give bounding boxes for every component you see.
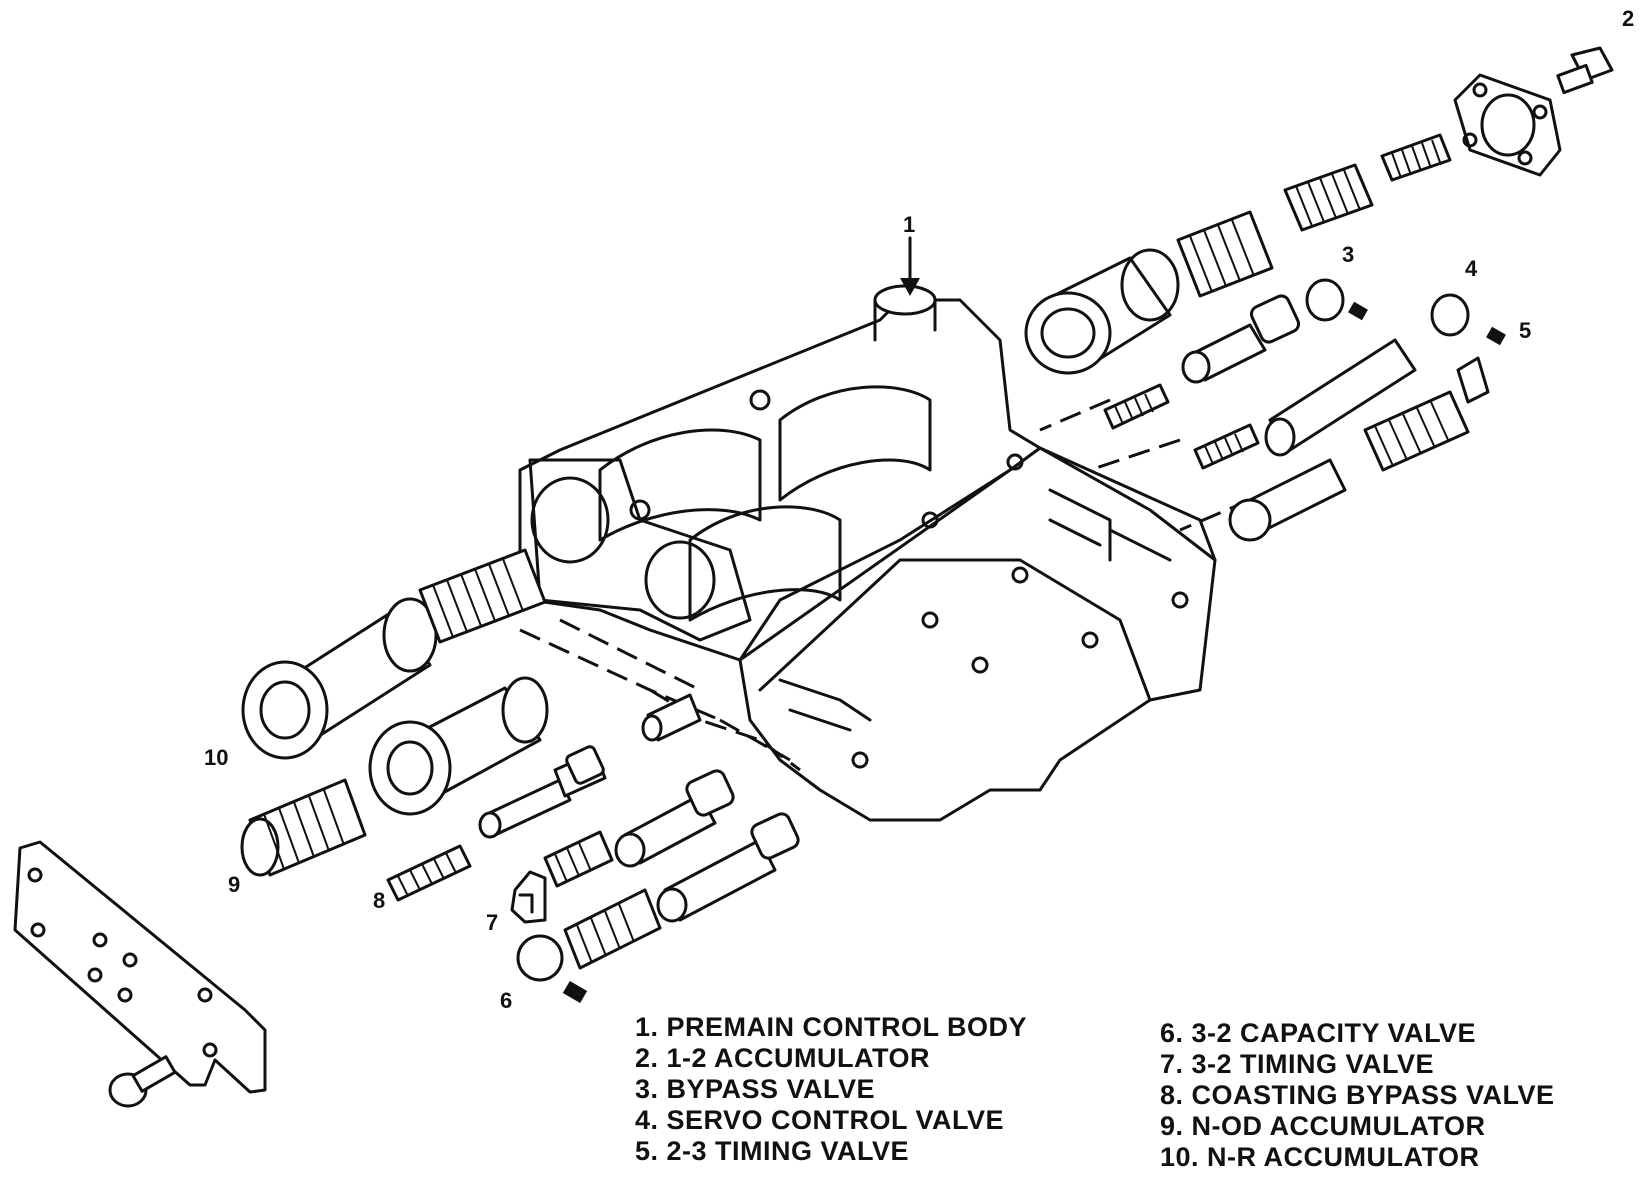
legend-left: 1. PREMAIN CONTROL BODY 2. 1-2 ACCUMULAT… bbox=[635, 1012, 1027, 1167]
legend-item-7: 7. 3-2 TIMING VALVE bbox=[1160, 1049, 1435, 1079]
n-r-accumulator-piston bbox=[241, 597, 438, 760]
n-od-accumulator-piston bbox=[368, 676, 549, 816]
callout-2: 2 bbox=[1622, 6, 1635, 31]
callout-4: 4 bbox=[1465, 256, 1478, 281]
accumulator-1-2-spring-small bbox=[1380, 133, 1452, 182]
accumulator-1-2-spring-large bbox=[1283, 163, 1374, 232]
callout-leaders bbox=[900, 236, 920, 296]
lower-cover-plate bbox=[13, 840, 267, 1094]
legend-item-10: 10. N-R ACCUMULATOR bbox=[1160, 1142, 1480, 1172]
timing-valve-2-3 bbox=[1228, 356, 1490, 542]
premain-control-body bbox=[518, 284, 1217, 822]
legend-item-3: 3. BYPASS VALVE bbox=[635, 1074, 876, 1104]
servo-control-valve-spring bbox=[1193, 423, 1260, 470]
coasting-bypass-valve bbox=[478, 745, 607, 839]
callout-1: 1 bbox=[903, 212, 916, 237]
timing-valve-3-2-spool bbox=[614, 769, 735, 868]
accumulator-1-2-cover bbox=[1453, 73, 1562, 177]
timing-valve-3-2 bbox=[510, 830, 614, 924]
bypass-valve bbox=[1181, 278, 1368, 384]
callout-5: 5 bbox=[1519, 318, 1532, 343]
legend-item-5: 5. 2-3 TIMING VALVE bbox=[635, 1136, 910, 1166]
servo-control-valve bbox=[1264, 293, 1506, 457]
legend-item-4: 4. SERVO CONTROL VALVE bbox=[635, 1105, 1005, 1135]
capacity-valve-3-2-spool bbox=[656, 812, 800, 923]
callout-7: 7 bbox=[486, 910, 499, 935]
accumulator-1-2-spring-outer bbox=[1176, 210, 1274, 298]
bypass-valve-spring bbox=[1103, 383, 1170, 430]
coasting-bypass-valve-spring bbox=[386, 844, 472, 902]
legend-item-8: 8. COASTING BYPASS VALVE bbox=[1160, 1080, 1555, 1110]
n-od-accumulator-spring bbox=[240, 778, 367, 877]
callout-3: 3 bbox=[1342, 242, 1355, 267]
callout-9: 9 bbox=[228, 872, 241, 897]
accumulator-1-2-bolt bbox=[1556, 46, 1614, 95]
callout-6: 6 bbox=[500, 988, 513, 1013]
callout-8: 8 bbox=[373, 888, 386, 913]
n-r-accumulator-spring bbox=[418, 548, 547, 644]
assembly-lines bbox=[519, 398, 1251, 772]
legend-item-9: 9. N-OD ACCUMULATOR bbox=[1160, 1111, 1486, 1141]
callout-10: 10 bbox=[204, 745, 229, 770]
fitting bbox=[641, 693, 702, 742]
legend-right: 6. 3-2 CAPACITY VALVE 7. 3-2 TIMING VALV… bbox=[1160, 1018, 1555, 1173]
capacity-valve-3-2 bbox=[516, 888, 662, 1004]
legend-item-6: 6. 3-2 CAPACITY VALVE bbox=[1160, 1018, 1477, 1048]
lower-cover-bolt bbox=[108, 1055, 177, 1108]
legend-item-2: 2. 1-2 ACCUMULATOR bbox=[635, 1043, 931, 1073]
legend-item-1: 1. PREMAIN CONTROL BODY bbox=[635, 1012, 1028, 1042]
accumulator-1-2-piston bbox=[1024, 248, 1180, 375]
